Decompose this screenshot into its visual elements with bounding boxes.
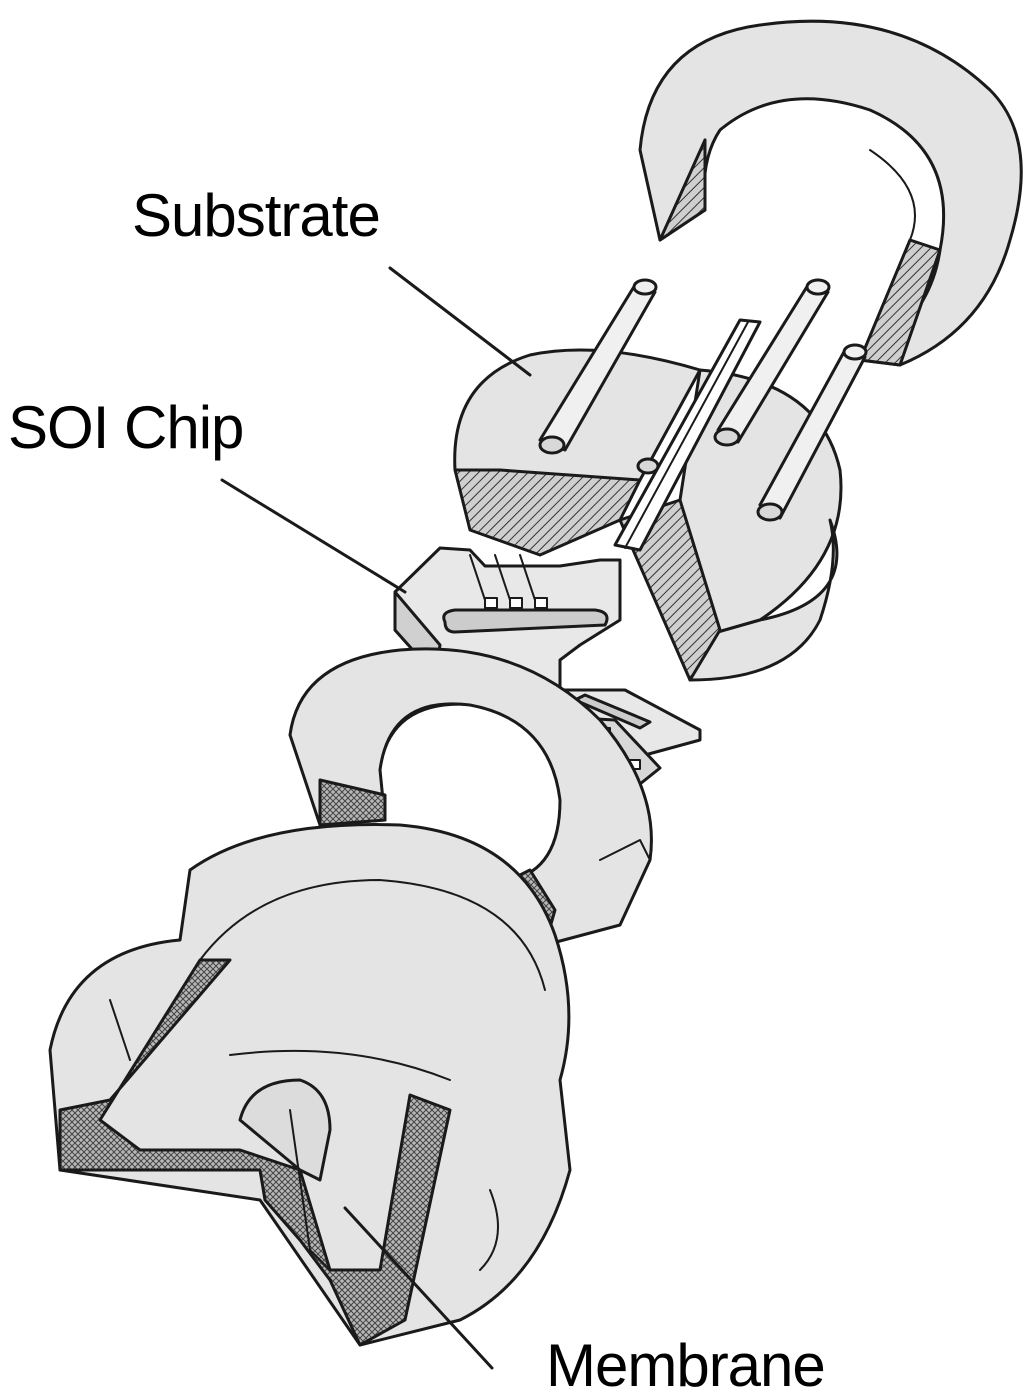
substrate-label: Substrate — [132, 182, 381, 249]
substrate-block — [453, 318, 843, 682]
membrane-housing — [48, 823, 572, 1347]
top-cap — [638, 19, 1023, 367]
membrane-leader — [343, 1206, 494, 1370]
leader-lines — [220, 266, 532, 1370]
substrate-leader — [388, 266, 532, 377]
substrate-pins — [538, 278, 868, 522]
membrane-label: Membrane — [546, 1332, 826, 1398]
soi-chip-label: SOI Chip — [8, 394, 244, 461]
soi-chip-leader — [220, 478, 407, 594]
